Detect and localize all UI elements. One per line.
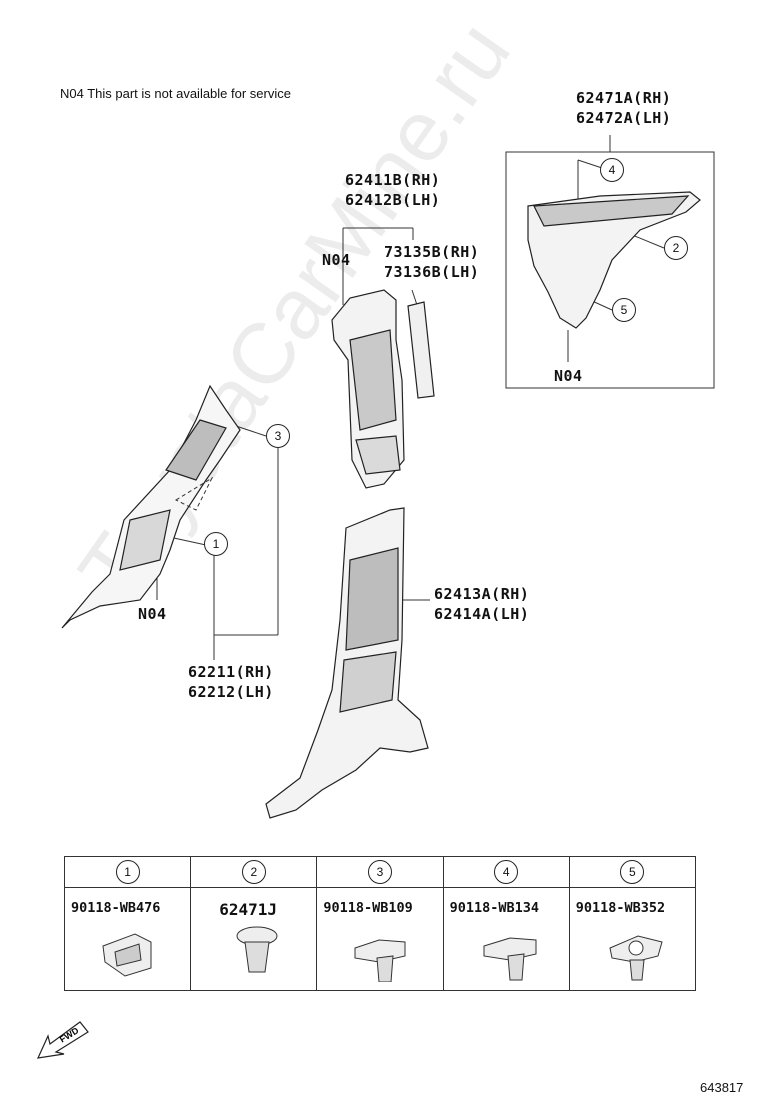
label-62211: 62211(RH)62212(LH) (188, 663, 274, 701)
seal-strip (407, 301, 435, 399)
col-header-4: 4 (442, 856, 570, 888)
clip-icon (483, 937, 537, 981)
col-header-1: 1 (63, 856, 192, 888)
callout-5: 5 (612, 298, 636, 322)
push-clip-icon (236, 926, 278, 973)
a-pillar-garnish (61, 384, 241, 629)
part-cell-4: 90118-WB134 (442, 887, 570, 991)
image-number: 643817 (700, 1080, 744, 1095)
label-n04-b-pillar: N04 (322, 251, 351, 269)
callout-1: 1 (204, 532, 228, 556)
col-header-2: 2 (190, 856, 318, 888)
callout-4: 4 (600, 158, 624, 182)
parts-table: 1 2 3 4 5 90118-WB476 62471J 90118-WB109 (63, 856, 697, 991)
label-62413: 62413A(RH)62414A(LH) (434, 585, 530, 623)
part-number: 90118-WB134 (449, 900, 539, 916)
part-number: 90118-WB109 (323, 900, 413, 916)
col-header-3: 3 (316, 856, 444, 888)
part-cell-1: 90118-WB476 (63, 887, 192, 991)
part-number: 90118-WB352 (575, 900, 666, 916)
label-62471: 62471A(RH)62472A(LH) (576, 89, 672, 127)
label-n04-a-pillar: N04 (138, 605, 167, 623)
clip-icon (609, 935, 663, 981)
clip-icon (354, 939, 406, 982)
label-73135: 73135B(RH)73136B(LH) (384, 243, 480, 281)
service-note: N04 This part is not available for servi… (60, 86, 291, 101)
col-header-5: 5 (568, 856, 697, 888)
label-62411: 62411B(RH)62412B(LH) (345, 171, 441, 209)
label-n04-quarter: N04 (554, 367, 583, 385)
callout-3: 3 (266, 424, 290, 448)
part-number: 62471J (219, 900, 277, 919)
part-number: 90118-WB476 (71, 900, 161, 916)
clip-icon (102, 933, 152, 977)
b-pillar-upper (331, 289, 405, 489)
part-cell-3: 90118-WB109 (316, 887, 444, 991)
callout-2: 2 (664, 236, 688, 260)
part-cell-5: 90118-WB352 (568, 887, 697, 991)
part-cell-2: 62471J (190, 887, 318, 991)
b-pillar-lower (265, 507, 429, 819)
quarter-trim (527, 191, 701, 329)
forward-arrow-icon: FWD (36, 1021, 89, 1059)
